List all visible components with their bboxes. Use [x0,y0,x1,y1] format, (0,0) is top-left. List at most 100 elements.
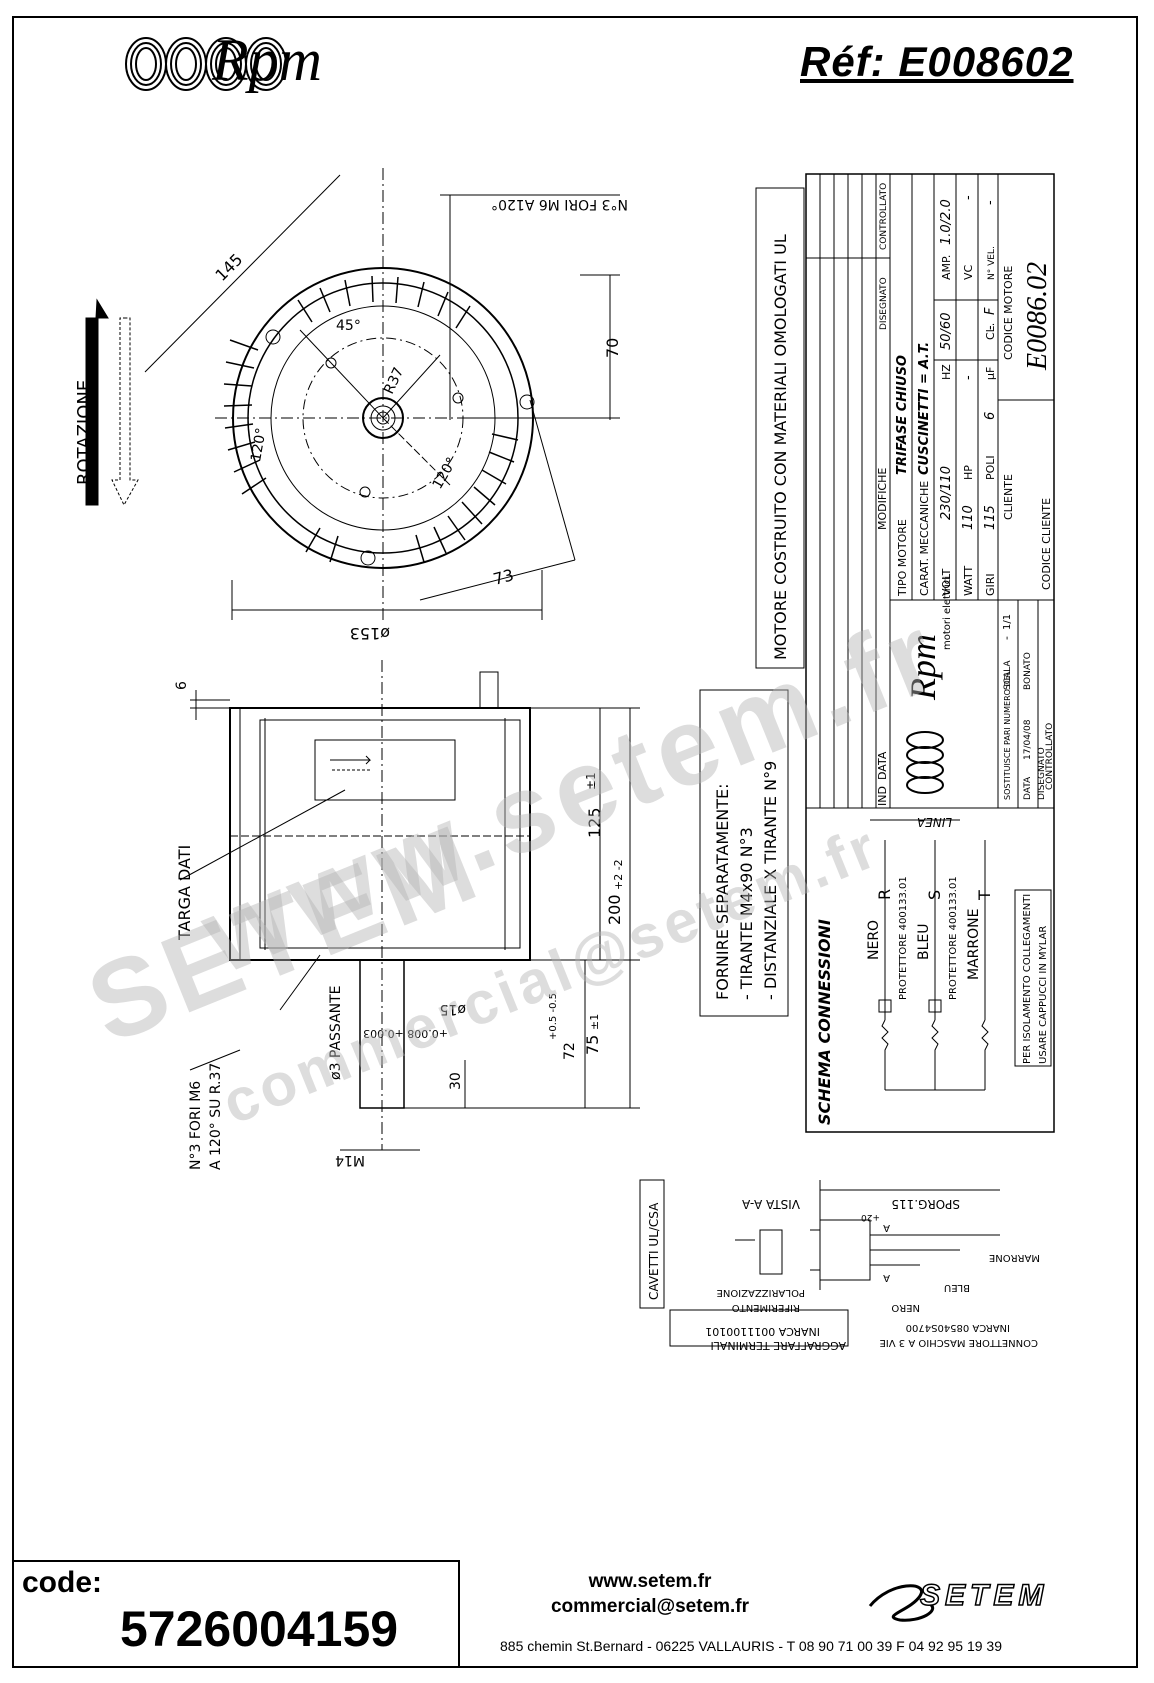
tb-hp: - [961,375,976,380]
tb-tipo: TRIFASE CHIUSO [895,355,910,475]
schema-s: S [925,890,944,900]
tb-coil-icon [906,731,944,794]
cable-a1: A [883,1222,890,1233]
cable-rif1: RIFERIMENTO [732,1302,800,1313]
tol-75: ±1 [588,1014,601,1030]
tb-carat: CUSCINETTI = A.T. [917,342,932,475]
tb-controllato-label: CONTROLLATO [1045,723,1055,790]
dim-15: ø15 [440,1001,466,1017]
tb-watt: 110 [961,505,976,530]
schema-bleu: BLEU [916,924,932,961]
tb-disegnato-value: BONATO [1023,652,1033,690]
dim-200: 200 [605,894,624,925]
dim-6: 6 [174,681,190,690]
cable-conn1: CONNETTORE MASCHIO A 3 VIE [880,1337,1038,1348]
schema-note2: USARE CAPPUCCI IN MYLAR [1038,926,1049,1064]
cable-detail [639,1179,1000,1347]
tb-giri: 115 [983,505,998,530]
tb-modifiche: MODIFICHE [876,468,889,530]
separately-title: FORNIRE SEPARATAMENTE: [713,783,732,1000]
dim-120b: 120° [430,455,461,492]
page-frame [12,16,1138,1668]
footer-address: 885 chemin St.Bernard - 06225 VALLAURIS … [500,1638,1002,1654]
cable-vista: VISTA A-A [741,1197,800,1211]
schema-title: SCHEMA CONNESSIONI [815,919,834,1125]
tb-cl-label: CL. [984,323,997,340]
tb-vc-label: VC [962,264,975,280]
rpm-brand: Rpm [212,27,322,93]
tol-200: +2 -2 [612,859,625,890]
rotation-arrow-icon [85,298,139,507]
tb-amp-label: AMP. [940,255,953,280]
tb-disegnato-label: DISEGNATO [1037,747,1047,800]
tb-rpm-brand: Rpm [903,634,943,701]
dim-153: ø153 [350,624,390,643]
tb-data-label: DATA [1023,776,1033,800]
tb-hz: 50/60 [939,313,954,350]
tb-hp-label: HP [962,465,975,480]
tb-carat-label: CARAT. MECCANICHE [918,481,931,596]
dim-75: 75 [583,1035,602,1055]
dim-73: 73 [491,565,516,589]
cable-rif2: POLARIZZAZIONE [717,1287,805,1298]
tol-125: ±1 [584,772,598,790]
ul-note-box [755,187,805,669]
tb-poli: 6 [983,412,998,420]
cable-sporg: SPORG.115 [891,1197,960,1211]
rotation-label: ROTAZIONE [74,380,95,485]
dim-m14: M14 [335,1152,365,1168]
footer-website[interactable]: www.setem.fr [588,1571,712,1592]
footer-email[interactable]: commercial@setem.fr [550,1596,750,1617]
reference-number: Réf: E008602 [800,38,1074,85]
tb-volt-label: VOLT [940,568,953,596]
motor-front-view [215,168,540,620]
tb-scala: SCALA [1003,660,1013,690]
tb-vc: - [961,195,976,200]
cable-cavetti: CAVETTI UL/CSA [647,1202,661,1300]
tb-ind: IND [876,786,889,806]
code-value: 5726004159 [120,1601,399,1657]
tb-hz-label: HZ [940,364,953,380]
dim-72: 72 [562,1042,578,1060]
dim-125: 125 [585,807,604,838]
tb-codice-motore: E0086.02 [1022,262,1053,371]
tb-volt: 230/110 [939,466,954,520]
tb-uf: - [983,325,998,330]
cable-marrone: MARRONE [989,1252,1040,1263]
holes-side-1: N°3 FORI M6 [188,1081,204,1170]
tb-codice-motore-label: CODICE MOTORE [1002,266,1015,360]
setem-swoosh-icon [868,1584,934,1622]
cable-nero: NERO [891,1302,920,1313]
cable-a2: A [883,1272,890,1283]
separately-2: - DISTANZIALE X TIRANTE N°9 [761,761,780,1000]
tb-data-value: 17/04/08 [1023,719,1033,760]
cable-bleu: BLEU [944,1282,970,1293]
schema-prot2: PROTETTORE 400133.01 [948,876,959,1000]
holes-side-2: A 120° SU R.37 [208,1063,224,1170]
schema-t: T [975,890,994,901]
tb-rpm-sub: motori elettrici [942,576,953,650]
tb-uf-label: µF [984,367,997,380]
separately-1: - TIRANTE M4x90 N°3 [737,827,756,1000]
tb-amp: 1.0/2.0 [939,199,954,245]
schema-linea: LINEA [917,815,952,829]
setem-brand: SETEM [919,1578,1049,1613]
separately-box [699,689,789,1017]
schema-note1: PER ISOLAMENTO COLLEGAMENTI [1022,894,1033,1064]
tol-72: +0.5 -0.5 [548,993,559,1040]
wiring-schema [805,808,1052,1132]
cable-aggraf1: AGGRAFFARE TERMINALI [710,1339,846,1352]
code-label: code: [22,1566,103,1599]
schema-marrone: MARRONE [966,909,982,980]
tb-disegnato: DISEGNATO [879,277,889,330]
tb-poli-label: POLI [984,455,997,480]
cable-sporg-tol: +20 [861,1212,880,1222]
dim-145: 145 [211,250,246,285]
dim-45: 45° [336,318,361,334]
dim-70: 70 [603,338,622,358]
tb-sost-value: - [1000,636,1013,640]
tb-nvel-label: N° VEL. [987,246,997,280]
rpm-logo-coils [125,37,287,91]
dim-r37: R37 [381,365,407,397]
title-block [805,173,1055,1133]
